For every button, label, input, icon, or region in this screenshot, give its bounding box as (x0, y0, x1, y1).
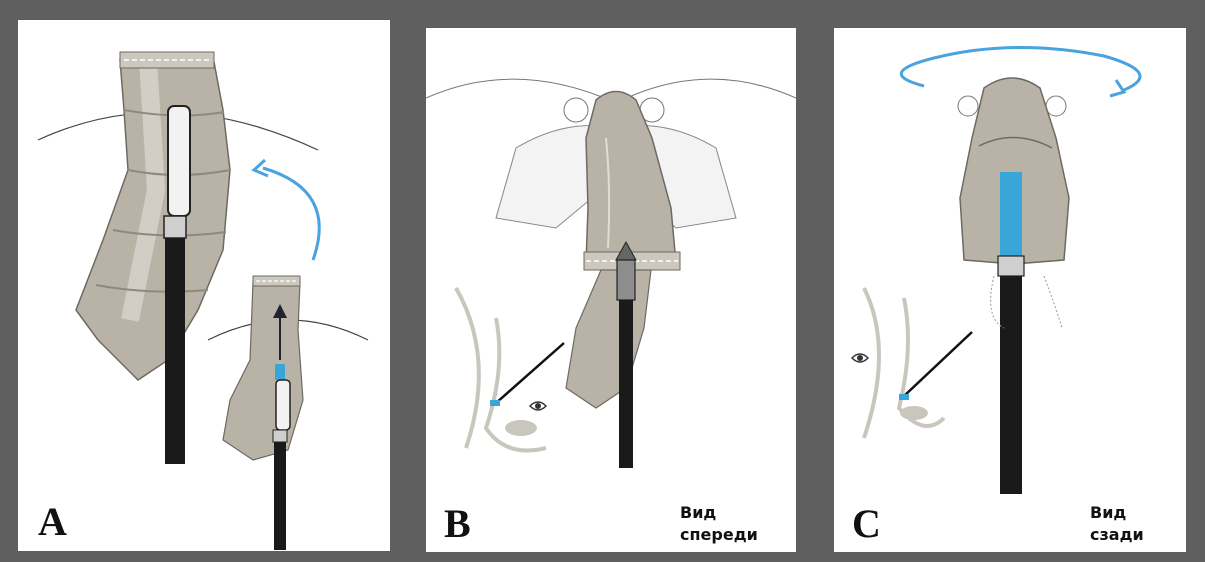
view-label-front-line1: Вид (680, 502, 758, 524)
view-label-back-line2: сзади (1090, 524, 1144, 546)
colon-segment-large (76, 52, 230, 380)
view-label-front: Вид спереди (680, 502, 758, 546)
endoscope-icon (616, 242, 636, 468)
rotation-arrow-icon (263, 168, 319, 260)
colon-segment-small (223, 276, 303, 550)
view-label-back-line1: Вид (1090, 502, 1144, 524)
panel-letter-b: B (444, 504, 471, 544)
panel-c-illustration (834, 28, 1186, 552)
panel-letter-a: A (38, 502, 67, 542)
panel-c: C Вид сзади (834, 28, 1186, 552)
panel-a: A (18, 20, 390, 551)
panel-b: B Вид спереди (426, 28, 796, 552)
eye-icon (852, 354, 868, 362)
view-label-front-line2: спереди (680, 524, 758, 546)
view-label-back: Вид сзади (1090, 502, 1144, 546)
panel-letter-c: C (852, 504, 881, 544)
panel-a-illustration (18, 20, 390, 551)
panel-b-illustration (426, 28, 796, 552)
eye-icon (530, 402, 546, 410)
rectum (586, 92, 676, 269)
